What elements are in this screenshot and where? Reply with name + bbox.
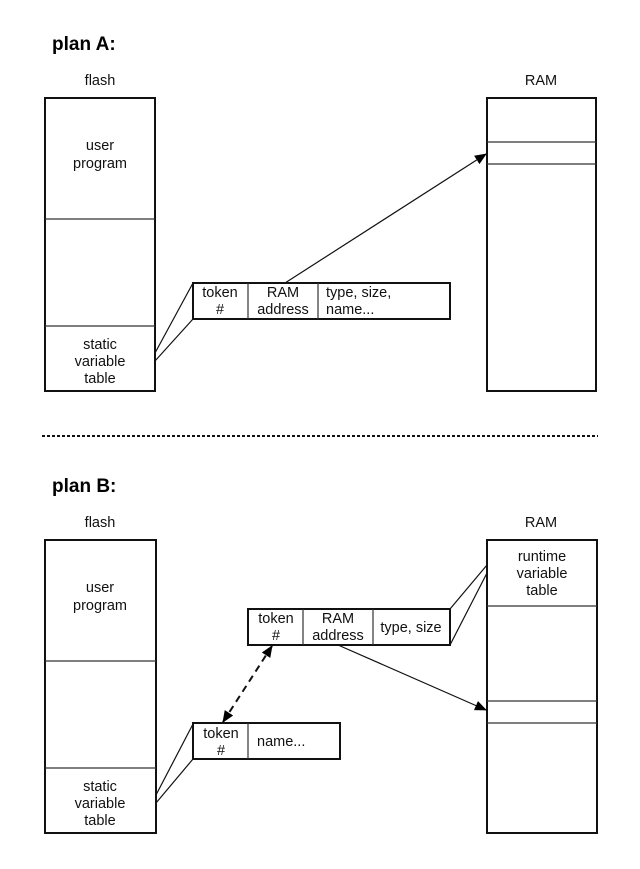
expand-line-top <box>154 282 194 354</box>
entry-token-line1: token <box>203 726 238 742</box>
entry-meta-line1: type, size, <box>326 285 391 301</box>
plan-b-flash-block: user program static variable table <box>44 539 157 834</box>
entry-outline <box>247 608 451 646</box>
entry-token-line1: token <box>202 285 237 301</box>
entry-token-line2: # <box>272 628 280 644</box>
static-table-line1: static <box>83 779 117 795</box>
plan-a-section: plan A: flash user program static variab… <box>44 34 597 392</box>
flash-outline <box>44 97 156 392</box>
plan-a-flash-label: flash <box>85 73 116 89</box>
entry-outline <box>192 282 451 320</box>
plan-a-ram-block <box>486 97 597 392</box>
user-program-line2: program <box>73 598 127 614</box>
static-table-line1: static <box>83 337 117 353</box>
entry-ram-line1: RAM <box>322 611 354 627</box>
expand-line-bottom <box>449 572 488 646</box>
token-link-dashed-arrow <box>222 645 273 723</box>
user-program-line2: program <box>73 156 127 172</box>
plan-b-title: plan B: <box>52 476 116 497</box>
runtime-table-line2: variable <box>517 566 568 582</box>
flash-outline <box>44 539 157 834</box>
plan-b-runtime-entry: token # RAM address type, size <box>247 608 451 646</box>
ram-address-pointer-arrow <box>337 644 487 711</box>
expand-line-top <box>449 564 488 610</box>
expand-line-bottom <box>154 318 194 362</box>
entry-token-line2: # <box>216 302 224 318</box>
runtime-table-line3: table <box>526 583 557 599</box>
entry-name: name... <box>257 734 305 750</box>
ram-outline <box>486 97 597 392</box>
entry-token-line1: token <box>258 611 293 627</box>
static-table-line3: table <box>84 813 115 829</box>
ram-outline <box>486 539 598 834</box>
entry-ram-line2: address <box>257 302 309 318</box>
static-table-line2: variable <box>75 354 126 370</box>
entry-token-line2: # <box>217 743 225 759</box>
ram-address-pointer-arrow <box>284 153 487 284</box>
entry-outline <box>192 722 341 760</box>
plan-a-flash-block: user program static variable table <box>44 97 156 392</box>
entry-ram-line2: address <box>312 628 364 644</box>
expand-line-top <box>155 723 194 796</box>
plan-b-ram-label: RAM <box>525 515 557 531</box>
entry-meta: type, size <box>380 620 441 636</box>
plan-b-ram-block: runtime variable table <box>486 539 598 834</box>
static-table-line3: table <box>84 371 115 387</box>
plan-b-flash-label: flash <box>85 515 116 531</box>
user-program-line1: user <box>86 580 114 596</box>
entry-meta-line2: name... <box>326 302 374 318</box>
plan-b-section: plan B: flash user program static variab… <box>44 476 598 834</box>
entry-ram-line1: RAM <box>267 285 299 301</box>
plan-a-ram-label: RAM <box>525 73 557 89</box>
plan-a-title: plan A: <box>52 34 116 55</box>
user-program-line1: user <box>86 138 114 154</box>
plan-a-variable-entry: token # RAM address type, size, name... <box>192 282 451 320</box>
expand-line-bottom <box>155 758 194 804</box>
static-table-line2: variable <box>75 796 126 812</box>
runtime-table-line1: runtime <box>518 549 566 565</box>
plan-b-static-entry: token # name... <box>192 722 341 760</box>
